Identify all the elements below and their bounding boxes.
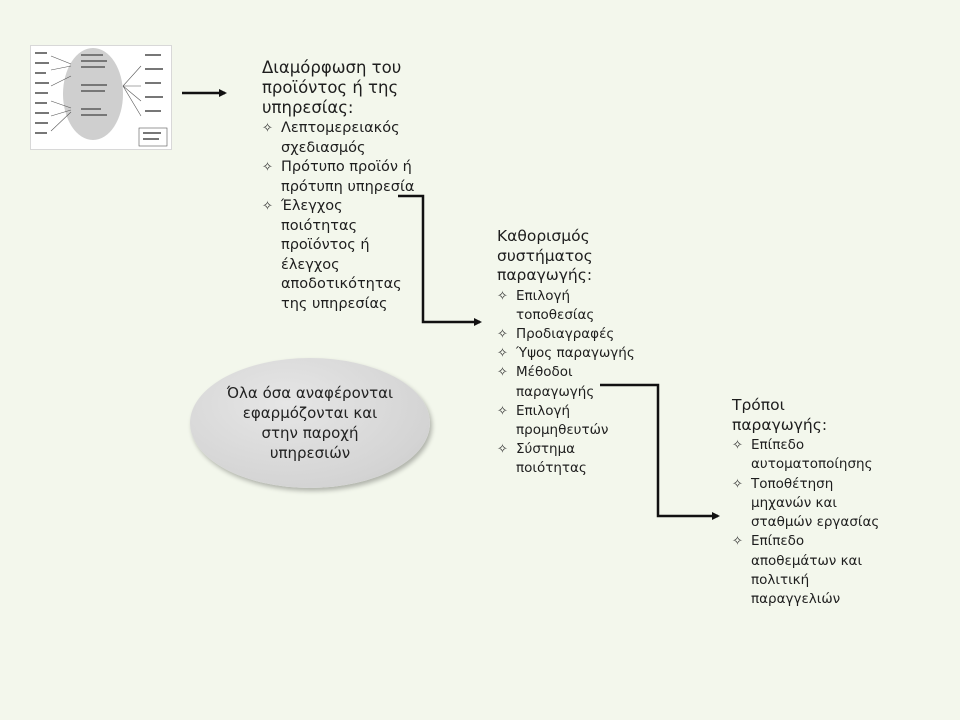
list-item: ✧Ύψος παραγωγής bbox=[497, 344, 647, 363]
four-point-star-outline-icon: ✧ bbox=[732, 476, 743, 492]
block-production-system-title: Καθορισμός συστήματος παραγωγής: bbox=[497, 227, 593, 284]
block-production-methods: Τρόποι παραγωγής: ✧Επίπεδο αυτοματοποίησ… bbox=[732, 395, 882, 610]
four-point-star-outline-icon: ✧ bbox=[497, 346, 508, 362]
four-point-star-outline-icon: ✧ bbox=[497, 288, 508, 304]
arrow-block-2-to-block-3 bbox=[600, 383, 720, 520]
four-point-star-outline-icon: ✧ bbox=[497, 442, 508, 458]
four-point-star-outline-icon: ✧ bbox=[732, 534, 743, 550]
four-point-star-outline-icon: ✧ bbox=[497, 365, 508, 381]
four-point-star-outline-icon: ✧ bbox=[497, 326, 508, 342]
block-production-methods-list: ✧Επίπεδο αυτοματοποίησης ✧Τοποθέτηση μηχ… bbox=[732, 436, 882, 610]
list-item: ✧Τοποθέτηση μηχανών και σταθμών εργασίας bbox=[732, 475, 880, 531]
list-item: ✧Επίπεδο αποθεμάτων και πολιτική παραγγε… bbox=[732, 533, 863, 608]
block-production-methods-title: Τρόποι παραγωγής: bbox=[732, 396, 828, 434]
list-item: ✧Προδιαγραφές bbox=[497, 325, 647, 344]
block-product-design-title: Διαμόρφωση του προϊόντος ή της υπηρεσίας… bbox=[262, 58, 402, 117]
services-note-text: Όλα όσα αναφέρονται εφαρμόζονται και στη… bbox=[226, 384, 394, 462]
list-item: ✧Πρότυπο προϊόν ή πρότυπη υπηρεσία bbox=[262, 159, 415, 195]
list-item: ✧Έλεγχος ποιότητας προϊόντος ή έλεγχος α… bbox=[262, 198, 402, 312]
block-product-design-list: ✧Λεπτομερειακός σχεδιασμός ✧Πρότυπο προϊ… bbox=[262, 119, 422, 314]
four-point-star-outline-icon: ✧ bbox=[732, 438, 743, 453]
list-item: ✧Μέθοδοι παραγωγής bbox=[497, 364, 595, 400]
diagram-thumbnail-image bbox=[30, 45, 172, 150]
four-point-star-outline-icon: ✧ bbox=[497, 403, 508, 419]
block-production-system: Καθορισμός συστήματος παραγωγής: ✧Επιλογ… bbox=[497, 227, 647, 479]
list-item: ✧Επιλογή προμηθευτών bbox=[497, 402, 609, 438]
list-item: ✧Επιλογή τοποθεσίας bbox=[497, 287, 595, 323]
list-item: ✧Σύστημα ποιότητας bbox=[497, 441, 587, 477]
four-point-star-outline-icon: ✧ bbox=[262, 121, 273, 136]
services-note-ellipse: Όλα όσα αναφέρονται εφαρμόζονται και στη… bbox=[190, 358, 430, 488]
four-point-star-outline-icon: ✧ bbox=[262, 160, 273, 175]
four-point-star-outline-icon: ✧ bbox=[262, 199, 273, 214]
diagram-thumbnail-drawing bbox=[35, 48, 168, 147]
block-product-design: Διαμόρφωση του προϊόντος ή της υπηρεσίας… bbox=[262, 58, 422, 314]
list-item: ✧Επίπεδο αυτοματοποίησης bbox=[732, 437, 873, 473]
list-item: ✧Λεπτομερειακός σχεδιασμός bbox=[262, 120, 400, 156]
arrow-block-1-to-block-2 bbox=[398, 194, 482, 326]
block-production-system-list: ✧Επιλογή τοποθεσίας ✧Προδιαγραφές ✧Ύψος … bbox=[497, 287, 647, 479]
